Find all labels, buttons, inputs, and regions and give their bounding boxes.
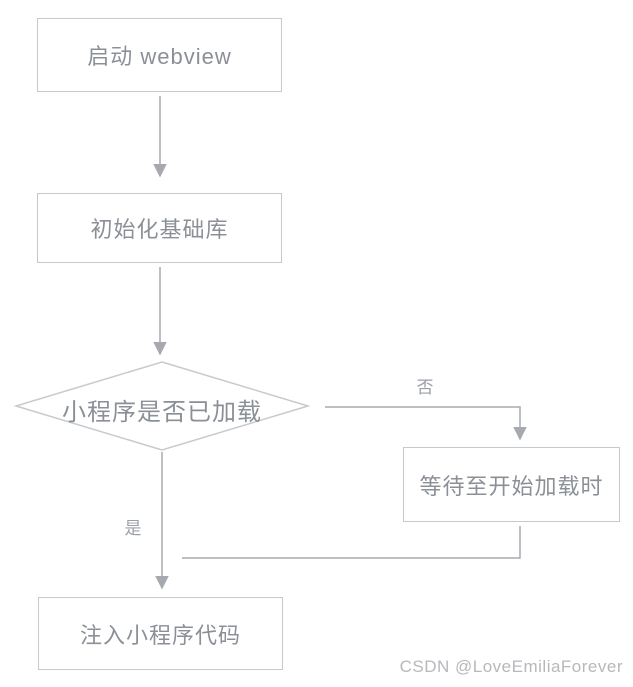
node-is-loaded-label: 小程序是否已加载 xyxy=(62,399,262,426)
decision-diamond-shape xyxy=(13,361,311,451)
edge-wait-to-inject-line xyxy=(182,526,521,559)
node-init-base-lib-label: 初始化基础库 xyxy=(90,217,229,242)
node-start-webview-label: 启动 webview xyxy=(87,44,232,69)
node-wait-load: 等待至开始加载时 xyxy=(403,447,620,522)
node-start-webview: 启动 webview xyxy=(37,18,282,92)
node-init-base-lib: 初始化基础库 xyxy=(37,193,282,263)
edge-decision-to-wait-arrow xyxy=(325,406,527,441)
edge-label-no: 否 xyxy=(416,378,434,397)
node-wait-load-label: 等待至开始加载时 xyxy=(419,473,604,499)
node-inject-code-label: 注入小程序代码 xyxy=(79,622,241,648)
edge-label-yes: 是 xyxy=(124,519,142,538)
csdn-watermark: CSDN @LoveEmiliaForever xyxy=(399,657,623,676)
node-inject-code: 注入小程序代码 xyxy=(38,597,283,670)
